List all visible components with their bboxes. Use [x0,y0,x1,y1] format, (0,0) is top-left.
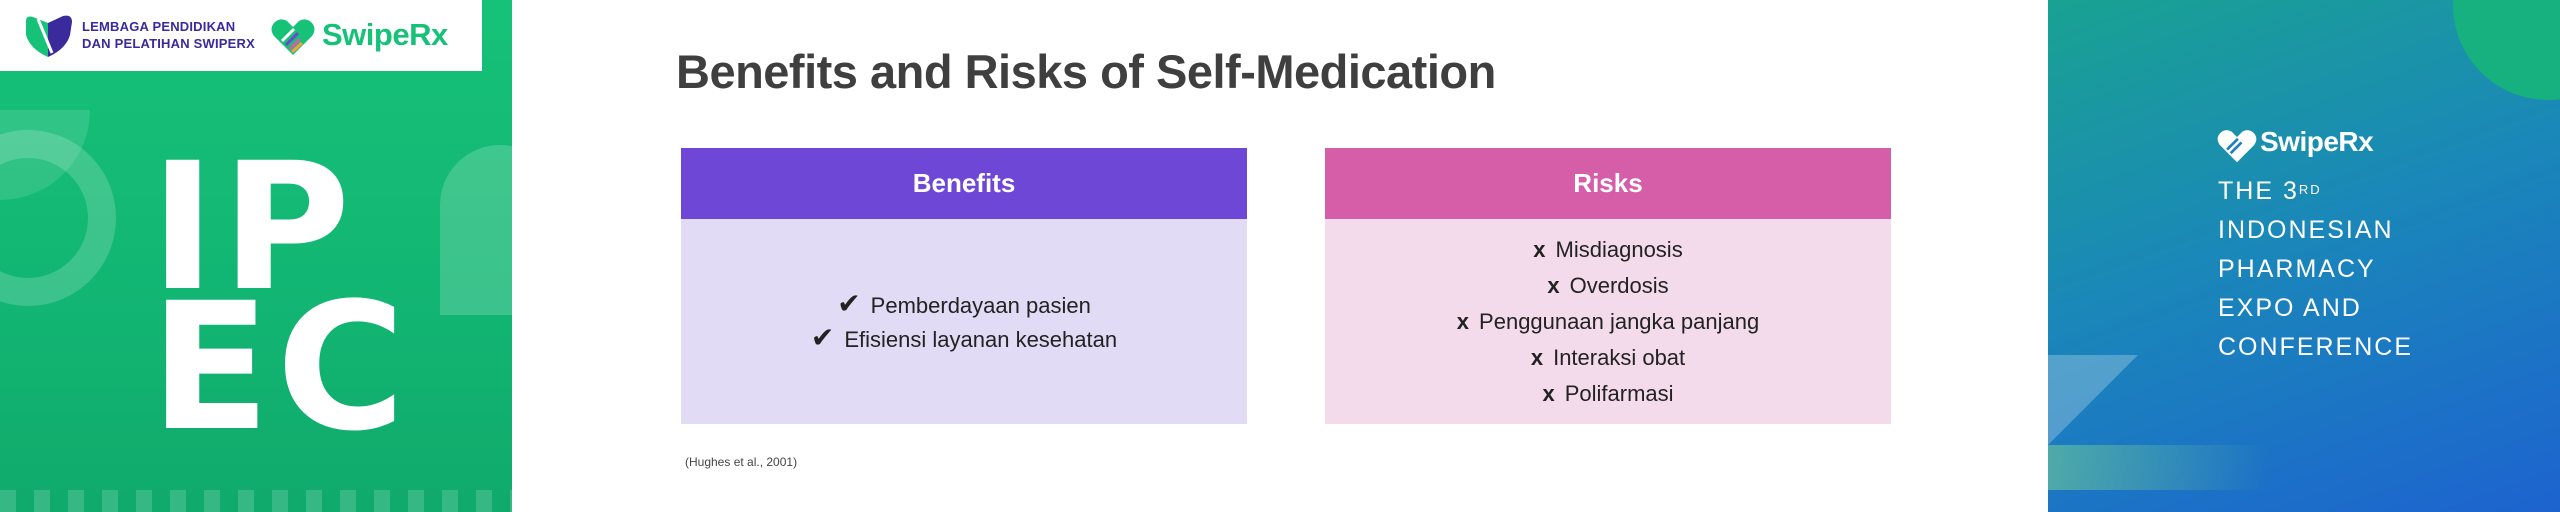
benefit-text: Efisiensi layanan kesehatan [844,326,1118,352]
risk-text: Overdosis [1569,272,1669,298]
logo-bar: LEMBAGA PENDIDIKAN DAN PELATIHAN SWIPERX… [0,0,482,71]
x-icon: x [1456,308,1470,334]
institution-line: LEMBAGA PENDIDIKAN [82,19,236,34]
benefits-list: ✔ Pemberdayaan pasien ✔ Efisiensi layanan … [681,219,1247,424]
swiperx-heart-icon [271,19,315,55]
risk-text: Polifarmasi [1564,380,1674,406]
tagline-line: CONFERENCE [2218,333,2414,361]
x-icon: x [1547,272,1560,298]
x-icon: x [1533,236,1546,262]
event-tagline: THE 3RD INDONESIAN PHARMACY EXPO AND CON… [2218,172,2413,367]
source-citation: (Hughes et al., 2001) [685,455,798,469]
decorative-triangle [2048,355,2138,445]
swiperx-heart-icon [2217,130,2257,163]
risk-item: x Polifarmasi [1542,376,1673,412]
x-icon: x [1542,380,1555,406]
ipec-mark-line: EC [150,265,412,470]
risk-text: Penggunaan jangka panjang [1479,308,1760,334]
risk-item: x Misdiagnosis [1533,232,1682,268]
tagline-line: EXPO AND [2218,294,2362,322]
risk-text: Interaksi obat [1553,344,1686,370]
decorative-square [482,0,512,40]
decorative-band [2048,445,2268,490]
tagline-line: THE 3RD [2218,177,2322,205]
benefit-item: ✔ Pemberdayaan pasien [837,286,1091,322]
ordinal-suffix: RD [2298,182,2322,197]
check-icon: ✔ [837,286,861,320]
check-icon: ✔ [810,320,835,354]
risk-item: x Interaksi obat [1531,340,1685,376]
institution-name: LEMBAGA PENDIDIKAN DAN PELATIHAN SWIPERX [82,18,255,52]
institution-line: DAN PELATIHAN SWIPERX [82,36,255,51]
ipec-mark-line: IP [150,125,357,330]
risk-item: x Penggunaan jangka panjang [1457,304,1759,340]
right-event-panel: SwipeRx THE 3RD INDONESIAN PHARMACY EXPO… [2048,0,2560,512]
swiperx-brand: SwipeRx [2260,126,2374,157]
left-brand-panel: LEMBAGA PENDIDIKAN DAN PELATIHAN SWIPERX… [0,0,512,512]
risk-text: Misdiagnosis [1555,236,1683,262]
benefit-item: ✔ Efisiensi layanan kesehatan [810,320,1118,356]
benefit-text: Pemberdayaan pasien [870,292,1091,318]
tagline-line: INDONESIAN [2218,216,2394,244]
decorative-blob [2453,0,2560,100]
decorative-square [462,51,482,71]
tagline-line: PHARMACY [2218,255,2376,283]
lp-swiperx-logo-icon [26,15,72,58]
benefits-header: Benefits [681,148,1247,219]
slide-title: Benefits and Risks of Self-Medication [676,45,1496,98]
x-icon: x [1530,344,1544,370]
risks-header: Risks [1325,148,1891,219]
decorative-arch [440,145,512,315]
swiperx-brand: SwipeRx [322,17,448,52]
risk-item: x Overdosis [1547,268,1668,304]
decorative-stripes [0,490,512,512]
